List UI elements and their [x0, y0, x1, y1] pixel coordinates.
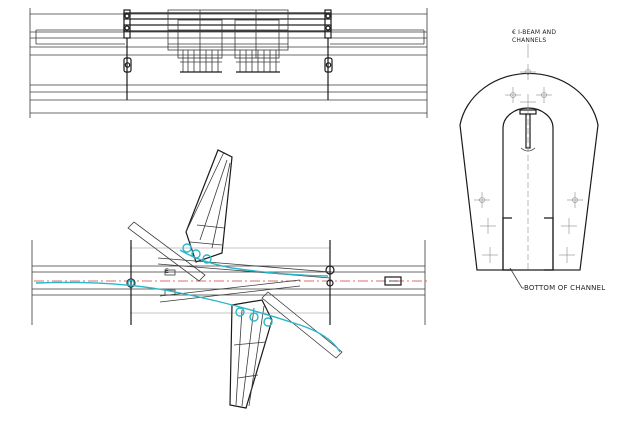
bottom-of-channel-label: BOTTOM OF CHANNEL: [524, 284, 605, 292]
beam-label-line2: CHANNELS: [512, 37, 546, 44]
section-view: € I-BEAM AND CHANNELS: [459, 29, 605, 292]
top-elevation-view: [29, 8, 428, 118]
svg-text:E: E: [165, 268, 169, 275]
plan-view: E: [31, 149, 428, 409]
beam-label-line1: € I-BEAM AND: [512, 29, 556, 36]
